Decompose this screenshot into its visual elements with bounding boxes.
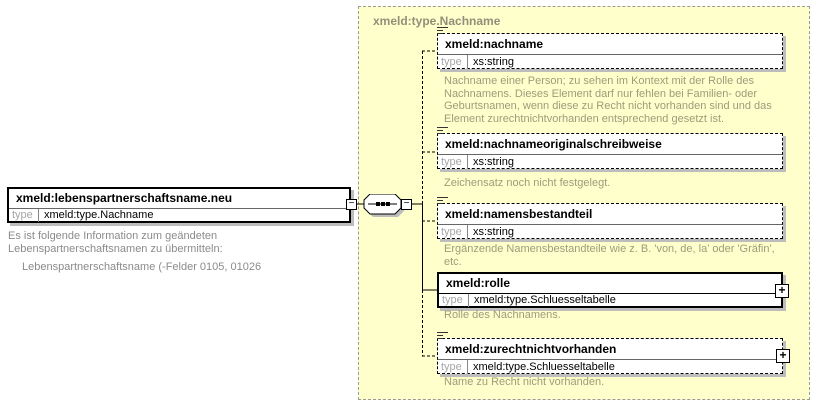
type-label: type (438, 155, 468, 169)
element-box-nachnameoriginalschreibweise[interactable]: xmeld:nachnameoriginalschreibweise type … (437, 127, 783, 169)
collapse-toggle-icon[interactable]: − (346, 199, 357, 210)
element-annotation: Ergänzende Namensbestandteile wie z. B. … (444, 243, 775, 268)
root-annotation: Es ist folgende Information zum geändete… (8, 230, 223, 255)
element-title: xmeld:lebenspartnerschaftsname.neu (16, 191, 233, 205)
optional-element-marker-icon (437, 27, 448, 35)
element-annotation: Name zu Recht nicht vorhanden. (444, 376, 605, 388)
type-value: xs:string (473, 226, 514, 238)
expand-toggle-icon[interactable]: + (776, 349, 790, 363)
element-title: xmeld:zurechtnichtvorhanden (445, 342, 617, 356)
element-box-rolle[interactable]: xmeld:rolle type xmeld:type.Schluesselta… (437, 272, 789, 308)
complex-type-title: xmeld:type.Nachname (373, 14, 501, 28)
optional-element-marker-icon (437, 197, 448, 205)
sequence-collapse-toggle-icon[interactable]: − (401, 199, 412, 210)
element-type-row: type xs:string (438, 54, 782, 69)
type-label: type (438, 55, 468, 69)
type-label: type (438, 225, 468, 239)
type-value: xmeld:type.Schluesseltabelle (473, 361, 615, 373)
type-value: xmeld:type.Nachname (44, 209, 154, 221)
element-type-row: type xs:string (438, 224, 782, 239)
root-annotation-detail: Lebenspartnerschaftsname (-Felder 0105, … (22, 261, 262, 273)
element-type-row: type xmeld:type.Nachname (9, 208, 349, 222)
type-value: xs:string (473, 56, 514, 68)
expand-toggle-icon[interactable]: + (775, 284, 789, 298)
element-annotation: Rolle des Nachnamens. (444, 309, 561, 321)
element-box-lebenspartnerschaftsname-neu[interactable]: xmeld:lebenspartnerschaftsname.neu type … (7, 187, 351, 223)
element-title: xmeld:nachnameoriginalschreibweise (445, 137, 662, 151)
element-type-row: type xmeld:type.Schluesseltabelle (438, 359, 782, 374)
optional-element-marker-icon (437, 127, 448, 135)
element-box-nachname[interactable]: xmeld:nachname type xs:string (437, 27, 783, 69)
element-title: xmeld:rolle (446, 276, 511, 290)
type-label: type (438, 360, 468, 374)
type-label: type (439, 294, 469, 307)
element-annotation: Zeichensatz noch nicht festgelegt. (444, 177, 611, 189)
type-value: xmeld:type.Schluesseltabelle (474, 294, 616, 306)
element-title: xmeld:namensbestandteil (445, 207, 593, 221)
type-value: xs:string (473, 156, 514, 168)
type-label: type (9, 209, 39, 222)
element-type-row: type xmeld:type.Schluesseltabelle (439, 293, 781, 307)
optional-element-marker-icon (437, 332, 448, 340)
sequence-compositor-icon[interactable] (363, 193, 405, 218)
element-box-namensbestandteil[interactable]: xmeld:namensbestandteil type xs:string (437, 197, 783, 239)
element-title: xmeld:nachname (445, 37, 544, 51)
element-box-zurechtnichtvorhanden[interactable]: xmeld:zurechtnichtvorhanden type xmeld:t… (437, 332, 790, 374)
element-annotation: Nachname einer Person; zu sehen im Konte… (444, 75, 772, 125)
element-type-row: type xs:string (438, 154, 782, 169)
